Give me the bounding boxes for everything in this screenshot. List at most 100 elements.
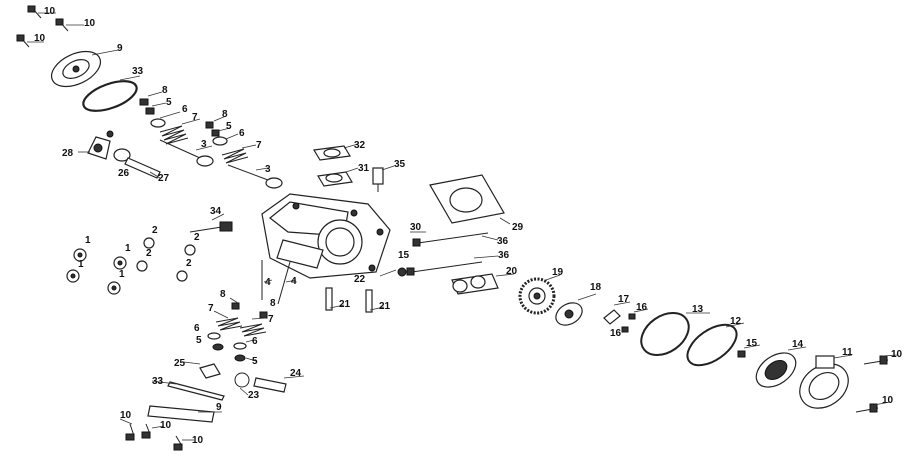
callout-3a: 3: [201, 139, 207, 150]
callout-5c: 5: [196, 335, 202, 346]
nut-1d: [107, 281, 121, 295]
callout-33b: 33: [152, 376, 164, 387]
callout-13: 13: [692, 304, 704, 315]
keeper-8c: [231, 302, 240, 310]
callout-1b: 1: [125, 243, 131, 254]
chain-guide-9: [147, 405, 215, 423]
callout-10c: 10: [34, 33, 46, 44]
dowel-pin-21b: [365, 289, 373, 313]
callout-12: 12: [730, 316, 742, 327]
callout-19: 19: [552, 267, 564, 278]
head-gasket-29: [429, 174, 505, 224]
callout-6b: 6: [239, 128, 245, 139]
callout-7d: 7: [268, 314, 274, 325]
bolt-bottom-3: [173, 435, 183, 451]
retainer-6d: [233, 342, 247, 350]
bolt-right-2: [855, 403, 879, 413]
callout-15b: 15: [746, 338, 758, 349]
callout-1c: 1: [78, 259, 84, 270]
bolt-16b: [621, 326, 629, 333]
o-ring-upper: [82, 80, 138, 112]
callout-16a: 16: [636, 302, 648, 313]
seal-5d: [234, 354, 246, 362]
callout-6c: 6: [194, 323, 200, 334]
camshaft: [451, 273, 499, 295]
bolt-top-3: [16, 34, 30, 48]
valve-upper-2: [227, 164, 283, 189]
callout-1d: 1: [119, 269, 125, 280]
callout-30: 30: [410, 222, 422, 233]
washer-2b: [184, 244, 196, 256]
callout-21a: 21: [339, 299, 351, 310]
callout-24: 24: [290, 368, 302, 379]
callout-22: 22: [354, 274, 366, 285]
callout-23: 23: [248, 390, 260, 401]
callout-3b: 3: [265, 164, 271, 175]
callout-2b: 2: [194, 232, 200, 243]
bolt-top-2: [55, 18, 69, 32]
callout-10b: 10: [84, 18, 96, 29]
callout-14: 14: [792, 339, 804, 350]
callout-31: 31: [358, 163, 370, 174]
nut-1c: [66, 269, 80, 283]
washer-2a: [143, 237, 155, 249]
washer-2d: [176, 270, 188, 282]
callout-8c: 8: [220, 289, 226, 300]
intake-gasket-32: [313, 145, 351, 161]
guide-rail-33: [167, 381, 225, 401]
washer-2c: [136, 260, 148, 272]
callout-10f: 10: [120, 410, 132, 421]
nut-15b: [737, 350, 746, 358]
callout-5b: 5: [226, 121, 232, 132]
callout-36b: 36: [498, 250, 510, 261]
callout-6d: 6: [252, 336, 258, 347]
valve-keeper-upper-1: [139, 98, 166, 128]
tensioner-pin-24: [253, 377, 287, 393]
o-ring-12: [686, 323, 738, 367]
callout-7c: 7: [208, 303, 214, 314]
valve-cover-upper: [50, 50, 102, 88]
intake-gasket-31: [317, 171, 353, 187]
callout-18: 18: [590, 282, 602, 293]
callout-10e: 10: [882, 395, 894, 406]
callout-25: 25: [174, 358, 186, 369]
callout-6a: 6: [182, 104, 188, 115]
callout-27: 27: [158, 173, 170, 184]
o-ring-13: [640, 312, 690, 356]
callout-9a: 9: [117, 43, 123, 54]
callout-5d: 5: [252, 356, 258, 367]
rocker-arm: [87, 130, 114, 160]
seal-5c: [212, 343, 224, 351]
nut-1b: [113, 256, 127, 270]
spring-clip-23: [234, 372, 250, 388]
lock-plate-17: [603, 309, 621, 325]
callout-2c: 2: [146, 248, 152, 259]
decompressor-18: [555, 302, 583, 326]
spark-plug-34: [189, 221, 233, 233]
callout-32: 32: [354, 140, 366, 151]
callout-4b: 4: [291, 276, 297, 287]
callout-2a: 2: [152, 225, 158, 236]
callout-1a: 1: [85, 235, 91, 246]
callout-11: 11: [842, 347, 853, 358]
keeper-8d: [259, 311, 268, 319]
callout-36a: 36: [497, 236, 509, 247]
side-cover-14: [755, 352, 797, 388]
tensioner-25: [199, 363, 221, 379]
bolt-16a: [628, 313, 636, 320]
callout-9b: 9: [216, 402, 222, 413]
callout-28: 28: [62, 148, 74, 159]
bolt-top-1: [27, 5, 42, 19]
callout-10g: 10: [160, 420, 172, 431]
callout-34: 34: [210, 206, 222, 217]
callout-7b: 7: [256, 140, 262, 151]
bolt-bottom-2: [141, 423, 151, 439]
pushrod-4b: [277, 261, 291, 305]
callout-15a: 15: [398, 250, 410, 261]
callout-20: 20: [506, 266, 518, 277]
nut-1a: [73, 248, 87, 262]
bolt-bottom-1: [125, 423, 135, 441]
nut-15a: [397, 267, 407, 277]
